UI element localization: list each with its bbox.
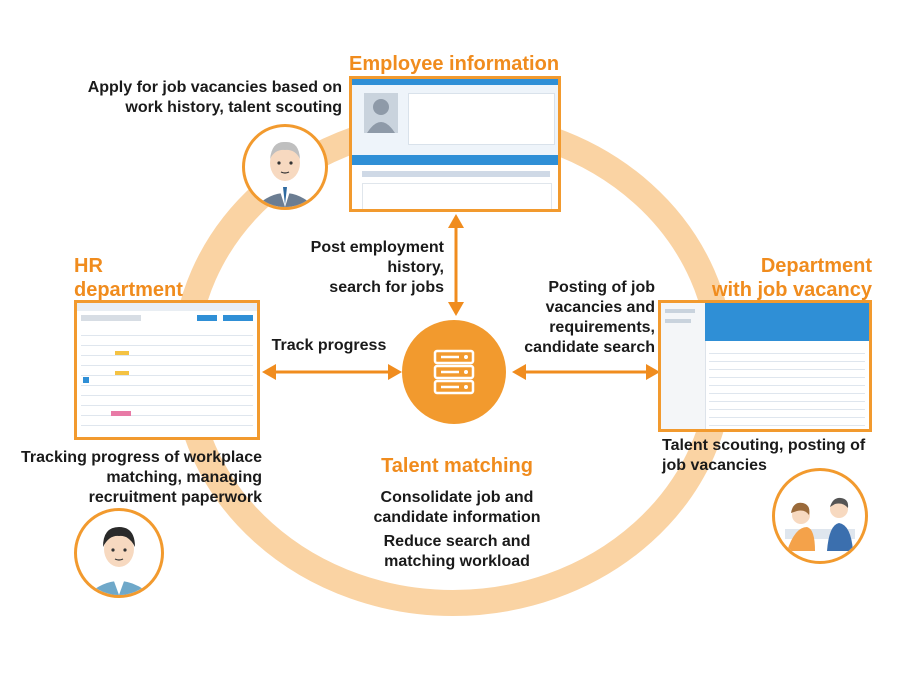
track-progress-text: Track progress xyxy=(271,337,387,354)
employee-info-screenshot xyxy=(349,76,561,212)
hr-avatar-icon xyxy=(74,508,164,598)
talent-matching-title: Talent matching xyxy=(381,455,533,477)
right-arrow xyxy=(512,364,660,380)
department-title: Department with job vacancy xyxy=(711,255,872,301)
reduce-text: Reduce search and matching workload xyxy=(383,533,531,570)
talent-scouting-text: Talent scouting, posting of job vacancie… xyxy=(662,437,866,474)
department-screenshot xyxy=(658,300,872,432)
server-icon xyxy=(433,349,475,395)
talent-matching-hub xyxy=(402,320,506,424)
post-history-text: Post employment history, search for jobs xyxy=(310,239,444,296)
hr-screenshot xyxy=(74,300,260,440)
vertical-arrow xyxy=(448,214,464,316)
tracking-text: Tracking progress of workplace matching,… xyxy=(21,449,262,506)
consolidate-text: Consolidate job and candidate informatio… xyxy=(373,489,541,526)
meeting-icon xyxy=(772,468,868,564)
left-arrow xyxy=(262,364,402,380)
employee-information-title: Employee information xyxy=(349,53,560,75)
employee-avatar-icon xyxy=(242,124,328,210)
posting-text: Posting of job vacancies and requirement… xyxy=(524,279,655,356)
employee-photo-icon xyxy=(364,93,398,133)
hr-department-title: HR department xyxy=(74,255,183,301)
apply-job-text: Apply for job vacancies based on work hi… xyxy=(87,79,342,116)
